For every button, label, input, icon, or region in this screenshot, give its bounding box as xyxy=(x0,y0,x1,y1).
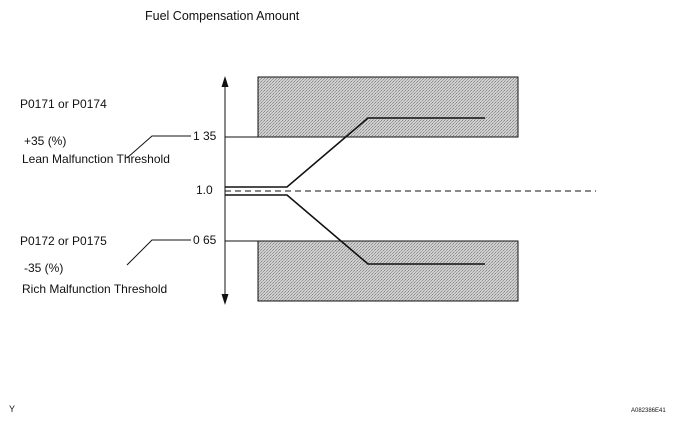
corner-mark: Y xyxy=(9,404,15,414)
rich-threshold-value: 0 65 xyxy=(193,233,217,247)
lean-dtc-label: P0171 or P0174 xyxy=(20,97,107,111)
axis-arrow-down-icon xyxy=(221,294,229,305)
baseline-value: 1.0 xyxy=(196,183,213,197)
figure-code: A082386E41 xyxy=(631,408,666,414)
lean-threshold-value: 1 35 xyxy=(193,129,217,143)
rich-compensation-line xyxy=(225,194,485,265)
rich-malfunction-zone xyxy=(257,240,519,302)
lean-compensation-line xyxy=(225,117,485,188)
lean-malfunction-zone xyxy=(257,76,519,138)
lean-leader-line xyxy=(126,135,191,159)
axis-arrow-up-icon xyxy=(221,76,229,87)
rich-percent-label: -35 (%) xyxy=(24,261,63,275)
lean-threshold-label: Lean Malfunction Threshold xyxy=(22,152,170,166)
rich-leader-line xyxy=(126,239,191,266)
rich-threshold-label: Rich Malfunction Threshold xyxy=(22,282,167,296)
diagram-title: Fuel Compensation Amount xyxy=(145,9,300,23)
rich-dtc-label: P0172 or P0175 xyxy=(20,234,107,248)
lean-percent-label: +35 (%) xyxy=(24,134,66,148)
